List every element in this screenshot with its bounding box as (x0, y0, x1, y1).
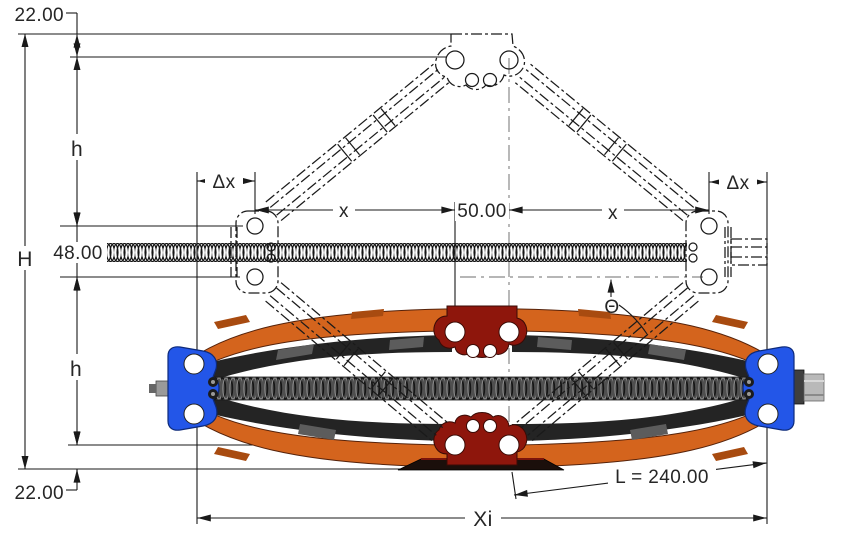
bracket-left (167, 346, 220, 431)
phantom-saddle (434, 33, 526, 91)
phantom-arm-line (265, 62, 436, 203)
steel-arm-highlights (276, 337, 686, 440)
label-half-span-left: x (339, 201, 349, 222)
bracket-right (742, 346, 825, 431)
drive-hex (803, 373, 825, 402)
dim-left-stack (21, 12, 81, 491)
label-lower-arm-height: h (70, 358, 82, 381)
phantom-arm-line (517, 75, 688, 216)
label-upper-arm-height: h (71, 138, 83, 161)
phantom-arm-line (524, 67, 695, 208)
phantom-arm-line (276, 287, 444, 429)
label-half-span-right: x (608, 203, 618, 224)
phantom-arm-line (372, 114, 388, 133)
label-overall-height: H (17, 248, 33, 271)
label-base-clearance: 22.00 (14, 483, 64, 504)
phantom-arm-line (345, 137, 361, 156)
phantom-arm-line (531, 300, 699, 442)
phantom-arm-line (513, 80, 684, 222)
lead-screw-thread (213, 376, 754, 401)
phantom-arm-line (578, 371, 594, 389)
phantom-arm-line (335, 341, 351, 360)
extended-jack-phantom (107, 33, 768, 442)
phantom-arm-line (337, 143, 353, 162)
phantom-arm-line (576, 114, 592, 133)
phantom-arm-line (265, 300, 433, 442)
phantom-arm-line (280, 80, 451, 222)
phantom-arm-line (380, 108, 396, 126)
phantom-arm-line (343, 348, 359, 367)
phantom-arm-line (527, 295, 695, 437)
phantom-arm-line (611, 143, 627, 162)
saddle-top (433, 305, 528, 358)
phantom-arm-line (605, 348, 621, 367)
phantom-arm-line (528, 62, 699, 203)
phantom-arms (265, 62, 699, 442)
label-arm-length: L = 240.00 (615, 467, 709, 488)
label-delta-x-left: Δx (213, 172, 236, 193)
phantom-arm-line (370, 371, 386, 389)
phantom-arm-line (520, 287, 688, 429)
steel-arms (196, 335, 768, 441)
phantom-arm-line (603, 137, 619, 156)
phantom-arm-line (269, 67, 440, 208)
dim-22-bottom (64, 431, 81, 491)
phantom-arm-line (516, 282, 684, 423)
phantom-hex-shaft (730, 238, 768, 266)
phantom-trunnion-right (685, 210, 768, 294)
phantom-arm-line (276, 75, 447, 216)
phantom-arm-line (568, 108, 584, 126)
dim-theta (607, 279, 648, 335)
orange-facets (214, 309, 748, 461)
dim-22-top (64, 12, 81, 57)
label-saddle-pin-spacing: 50.00 (457, 201, 507, 222)
label-trunnion-height: 48.00 (53, 243, 103, 264)
label-delta-x-right: Δx (727, 173, 750, 194)
phantom-arm-line (280, 282, 448, 423)
label-arm-angle: Θ (604, 297, 619, 318)
phantom-arm-line (613, 341, 629, 360)
phantom-arm-line (269, 295, 437, 437)
dimension-labels: 22.00 h H 48.00 h 22.00 Δx x 50.00 x Δx … (8, 4, 757, 531)
phantom-arm-line (570, 377, 586, 396)
phantom-screw-thread (107, 243, 687, 262)
label-top-clearance: 22.00 (14, 5, 64, 26)
saddle-bottom (433, 412, 528, 466)
phantom-trunnion-left (230, 210, 279, 294)
collapsed-jack-render (149, 305, 825, 471)
phantom-arm-line (378, 377, 394, 396)
label-collapsed-length: Xi (473, 508, 492, 531)
lead-screw-tip (149, 384, 156, 393)
